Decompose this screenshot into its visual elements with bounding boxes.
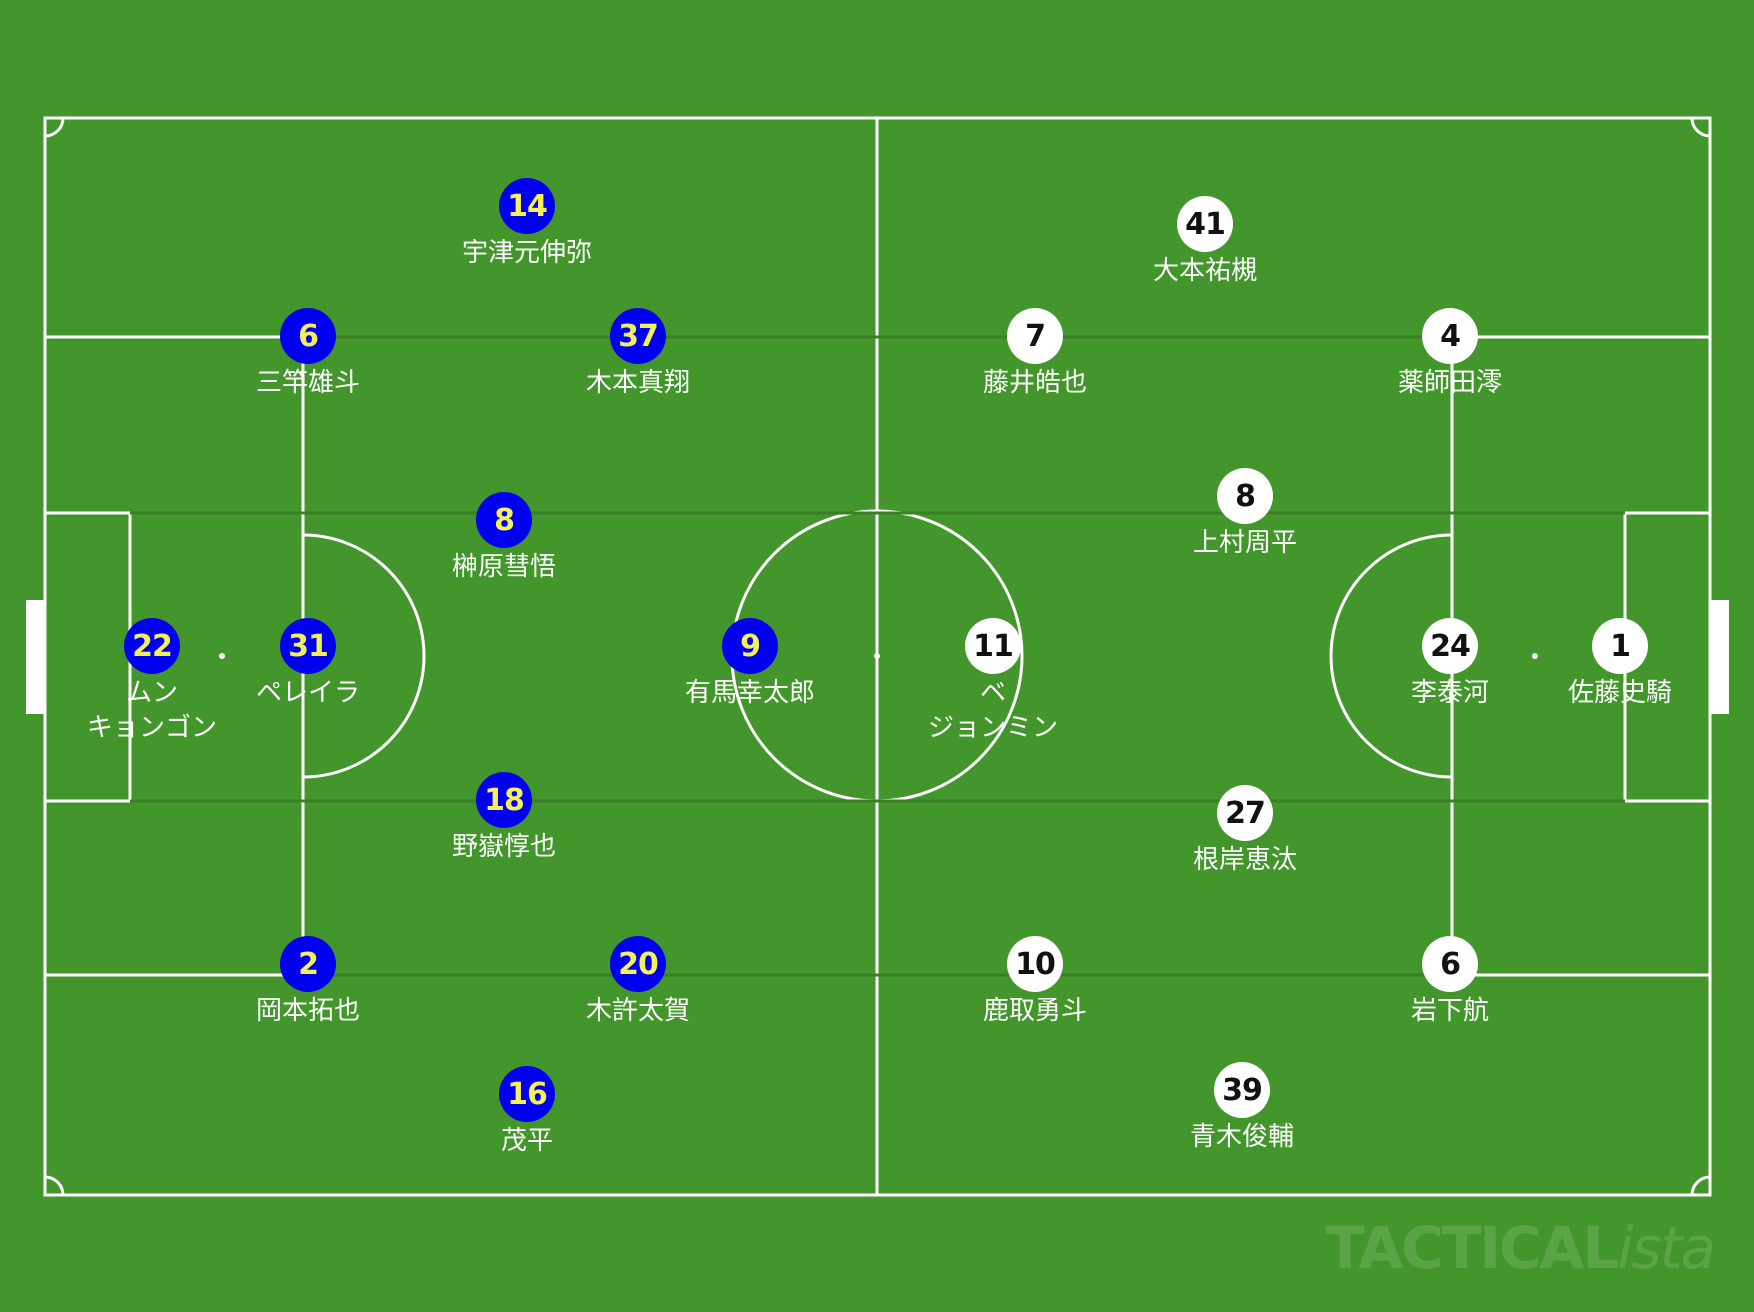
away-player: 8 上村周平 — [1135, 468, 1355, 561]
home-player: 18 野嶽惇也 — [394, 772, 614, 865]
player-number-marker: 27 — [1217, 785, 1273, 841]
player-name: 佐藤史騎 — [1567, 678, 1672, 708]
player-name: 大本祐槻 — [1152, 256, 1257, 286]
home-player: 20 木許太賀 — [528, 936, 748, 1029]
away-player: 1 佐藤史騎 — [1510, 618, 1730, 711]
away-player: 10 鹿取勇斗 — [925, 936, 1145, 1029]
home-player: 2 岡本拓也 — [198, 936, 418, 1029]
corner-arc — [1690, 117, 1711, 138]
left-penalty-arc — [302, 533, 426, 779]
player-number-marker: 20 — [610, 936, 666, 992]
player-name: 岩下航 — [1410, 996, 1489, 1026]
player-number-marker: 4 — [1422, 308, 1478, 364]
player-name: 岡本拓也 — [255, 996, 360, 1026]
player-number-marker: 8 — [476, 492, 532, 548]
penalty-spot — [219, 653, 225, 659]
watermark-suffix: ista — [1617, 1214, 1716, 1282]
watermark-brand: TACTICAL — [1325, 1214, 1619, 1282]
home-player: 31 ペレイラ — [198, 618, 418, 711]
player-name: 野嶽惇也 — [451, 832, 556, 862]
player-name: ムン キョンゴン — [86, 678, 217, 743]
home-player: 16 茂平 — [417, 1066, 637, 1159]
away-player: 4 薬師田澪 — [1340, 308, 1560, 401]
player-name: 鹿取勇斗 — [982, 996, 1087, 1026]
home-player: 6 三竿雄斗 — [198, 308, 418, 401]
corner-arc — [44, 1175, 65, 1196]
right-penalty-arc — [1329, 533, 1453, 779]
player-name: ベ ジョンミン — [927, 678, 1058, 743]
player-name: 茂平 — [500, 1126, 553, 1156]
player-name: 根岸恵汰 — [1192, 845, 1297, 875]
player-name: 青木俊輔 — [1189, 1122, 1294, 1152]
player-number-marker: 18 — [476, 772, 532, 828]
player-name: ペレイラ — [255, 678, 360, 708]
player-name: 三竿雄斗 — [255, 368, 360, 398]
player-number-marker: 10 — [1007, 936, 1063, 992]
player-number-marker: 16 — [499, 1066, 555, 1122]
right-goal — [1711, 600, 1729, 714]
player-number-marker: 14 — [499, 178, 555, 234]
home-player: 9 有馬幸太郎 — [640, 618, 860, 711]
player-number-marker: 11 — [965, 618, 1021, 674]
player-number-marker: 9 — [722, 618, 778, 674]
player-number-marker: 37 — [610, 308, 666, 364]
penalty-spot — [1532, 653, 1538, 659]
player-number-marker: 24 — [1422, 618, 1478, 674]
home-player: 22 ムン キョンゴン — [42, 618, 262, 746]
player-number-marker: 31 — [280, 618, 336, 674]
away-player: 6 岩下航 — [1340, 936, 1560, 1029]
player-number-marker: 6 — [280, 308, 336, 364]
home-player: 8 榊原彗悟 — [394, 492, 614, 585]
player-name: 上村周平 — [1192, 528, 1297, 558]
away-player: 7 藤井皓也 — [925, 308, 1145, 401]
player-name: 木本真翔 — [585, 368, 690, 398]
player-name: 宇津元伸弥 — [461, 238, 592, 268]
player-name: 薬師田澪 — [1397, 368, 1502, 398]
player-number-marker: 22 — [124, 618, 180, 674]
center-spot — [874, 653, 880, 659]
away-player: 39 青木俊輔 — [1132, 1062, 1352, 1155]
away-player: 41 大本祐槻 — [1095, 196, 1315, 289]
home-player: 37 木本真翔 — [528, 308, 748, 401]
away-player: 24 李泰河 — [1340, 618, 1560, 711]
player-name: 有馬幸太郎 — [684, 678, 815, 708]
left-goal — [26, 600, 44, 714]
player-number-marker: 6 — [1422, 936, 1478, 992]
player-name: 榊原彗悟 — [451, 552, 556, 582]
corner-arc — [1690, 1175, 1711, 1196]
player-number-marker: 39 — [1214, 1062, 1270, 1118]
player-number-marker: 7 — [1007, 308, 1063, 364]
player-number-marker: 8 — [1217, 468, 1273, 524]
player-name: 李泰河 — [1410, 678, 1489, 708]
player-name: 木許太賀 — [585, 996, 690, 1026]
player-number-marker: 1 — [1592, 618, 1648, 674]
player-number-marker: 41 — [1177, 196, 1233, 252]
player-number-marker: 2 — [280, 936, 336, 992]
home-player: 14 宇津元伸弥 — [417, 178, 637, 271]
player-name: 藤井皓也 — [982, 368, 1087, 398]
away-player: 27 根岸恵汰 — [1135, 785, 1355, 878]
watermark-logo: TACTICALista — [1325, 1214, 1716, 1282]
away-player: 11 ベ ジョンミン — [883, 618, 1103, 746]
corner-arc — [44, 117, 65, 138]
